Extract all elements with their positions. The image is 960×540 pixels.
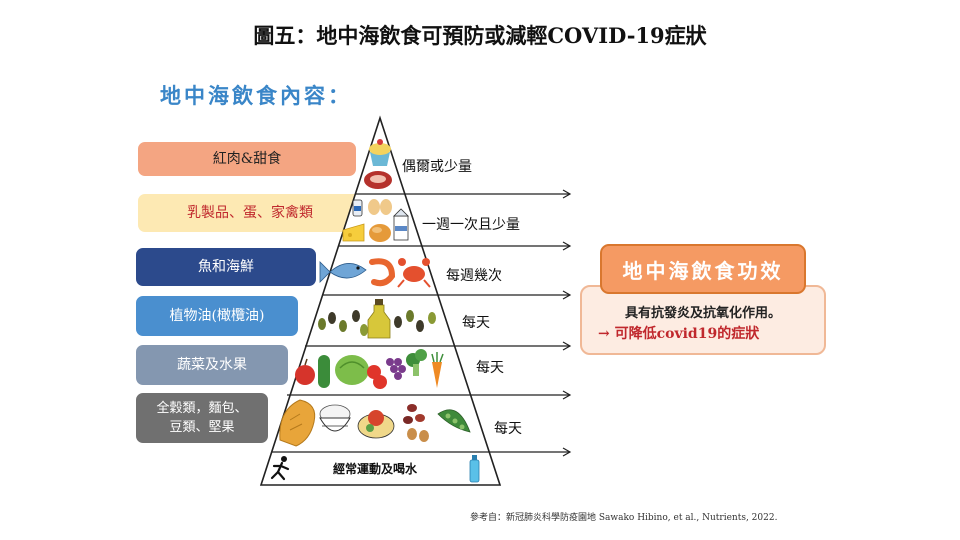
category-vegetables-fruits: 蔬菜及水果 <box>136 345 288 385</box>
benefit-line-reduce-symptoms: → 可降低covid19的症狀 <box>598 326 760 342</box>
category-grains-beans-nuts: 全穀類，麵包、 豆類、堅果 <box>136 393 268 443</box>
pasta-icon <box>357 410 395 439</box>
tier-label-weekly-once: 一週一次且少量 <box>422 217 520 233</box>
arrow-head <box>562 290 572 300</box>
beans-icon <box>403 404 425 424</box>
bread-icon <box>279 399 316 447</box>
lettuce-icon <box>335 355 369 385</box>
chicken-icon <box>369 224 391 242</box>
arrow-head <box>562 390 572 400</box>
arrow-head <box>562 241 572 251</box>
tier-label-daily-veg: 每天 <box>476 360 504 376</box>
tier-label-occasional: 偶爾或少量 <box>402 159 472 175</box>
crab-icon <box>397 258 431 288</box>
arrow-head <box>562 447 572 457</box>
milk-carton-icon <box>393 208 409 241</box>
running-person-icon <box>270 456 290 481</box>
grapes-icon <box>386 358 406 380</box>
category-red-meat-sweets: 紅肉&甜食 <box>138 142 356 176</box>
olive-oil-icon <box>367 299 391 339</box>
page-title: 圖五：地中海飲食可預防或減輕COVID-19症狀 <box>253 23 707 48</box>
tier-label-daily-oil: 每天 <box>462 315 490 331</box>
cucumber-icon <box>318 355 330 388</box>
steak-icon <box>364 171 392 189</box>
category-dairy-eggs-poultry: 乳製品、蛋、家禽類 <box>138 194 362 232</box>
rice-bowl-icon <box>319 404 351 432</box>
eggs-icon <box>368 199 392 215</box>
cheese-icon <box>342 223 365 242</box>
benefit-line-antiinflammatory: 具有抗發炎及抗氧化作用。 <box>624 306 781 321</box>
diet-content-heading: 地中海飲食內容： <box>160 83 352 108</box>
tomatoes-icon <box>367 365 387 389</box>
milk-bottle-icon <box>352 199 363 217</box>
tier-label-weekly-several: 每週幾次 <box>446 268 502 284</box>
exercise-water-label: 經常運動及喝水 <box>332 462 417 476</box>
water-bottle-icon <box>469 455 480 483</box>
category-plant-oil: 植物油(橄欖油) <box>136 296 298 336</box>
cupcake-icon <box>369 139 391 166</box>
shrimp-icon <box>369 258 396 287</box>
tier-label-daily-grains: 每天 <box>494 421 522 437</box>
fish-icon <box>319 261 367 283</box>
carrot-icon <box>431 352 444 388</box>
peas-icon <box>437 409 471 433</box>
category-fish-seafood: 魚和海鮮 <box>136 248 316 286</box>
nuts-icon <box>407 428 429 442</box>
arrow-head <box>562 341 572 351</box>
broccoli-icon <box>406 349 427 376</box>
benefit-title: 地中海飲食功效 <box>600 244 806 294</box>
reference-citation: 參考自：新冠肺炎科學防疫園地 Sawako Hibino, et al., Nu… <box>470 513 778 523</box>
apple-icon <box>295 358 315 385</box>
arrow-head <box>562 189 572 199</box>
olives-icon <box>318 310 436 336</box>
